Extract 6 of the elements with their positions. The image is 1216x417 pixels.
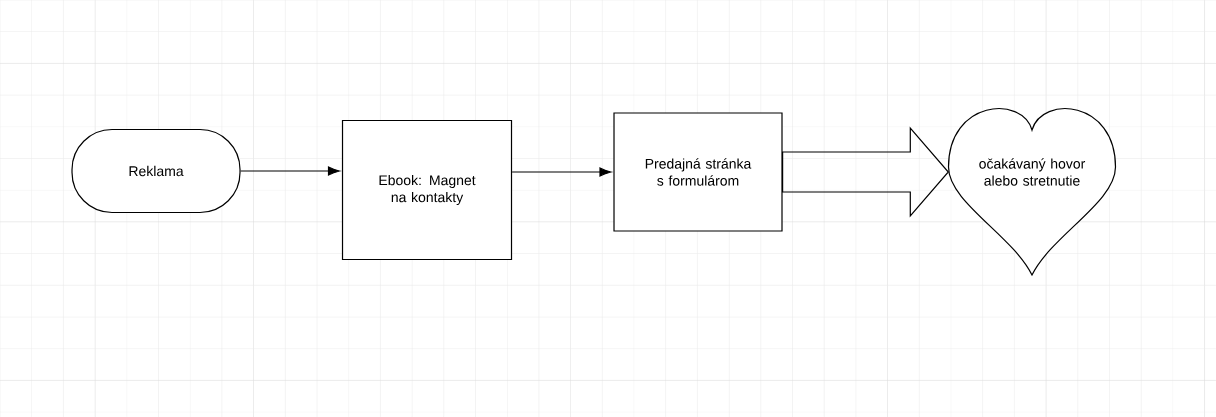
block-arrow (782, 126, 950, 218)
arrow (240, 166, 340, 176)
process-box: Ebook: Magnet na kontakty (341, 119, 513, 261)
process-box: Predajná stránka s formulárom (613, 112, 783, 232)
terminal-box: Reklama (71, 128, 241, 214)
arrow (511, 167, 612, 177)
